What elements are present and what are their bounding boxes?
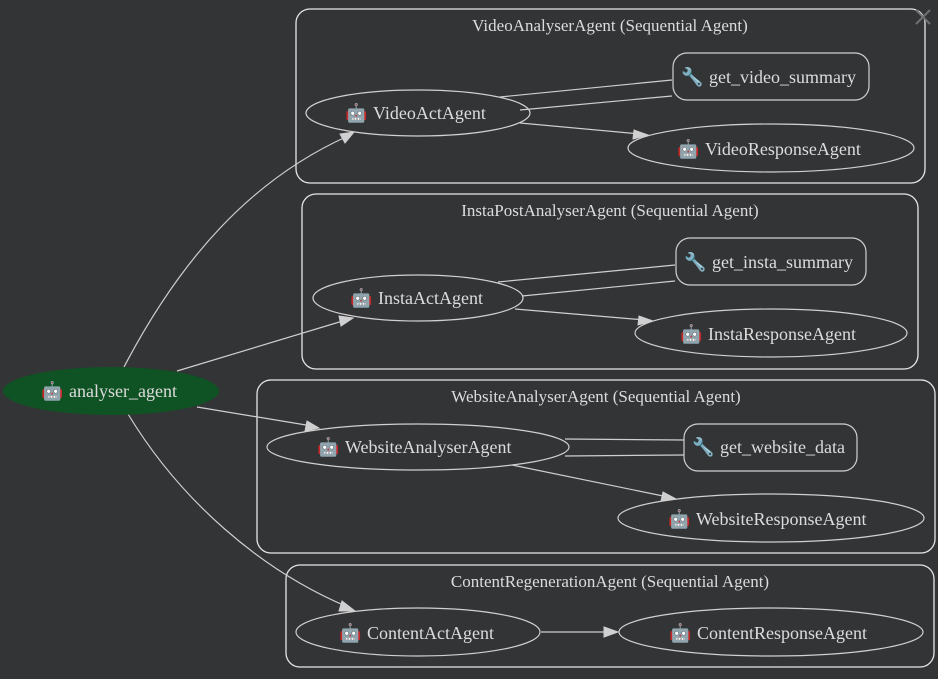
node-label: ContentResponseAgent [697,623,867,643]
node-content-response-agent[interactable]: 🤖 ContentResponseAgent [618,607,924,657]
node-get-website-data[interactable]: 🔧 get_website_data [683,423,858,472]
cluster-title: VideoAnalyserAgent (Sequential Agent) [472,16,748,35]
edge-root-content [127,413,349,608]
arrowhead [304,420,321,432]
node-content-act-agent[interactable]: 🤖 ContentActAgent [295,607,541,657]
node-label: get_insta_summary [712,252,853,272]
node-label: analyser_agent [69,381,177,401]
node-video-act-agent[interactable]: 🤖 VideoActAgent [305,89,531,137]
robot-icon: 🤖 [668,508,690,529]
cluster-box [295,8,926,184]
node-label: ContentActAgent [367,623,494,643]
node-shape [312,274,524,322]
node-label: get_website_data [720,437,845,457]
wrench-icon: 🔧 [681,66,703,87]
edge-tool-return [564,454,685,457]
robot-icon: 🤖 [350,287,372,308]
cluster-video: VideoAnalyserAgent (Sequential Agent) [295,8,926,184]
node-label: VideoResponseAgent [705,139,861,159]
cluster-title: WebsiteAnalyserAgent (Sequential Agent) [451,387,740,406]
node-shape [675,237,867,286]
close-icon [915,9,931,25]
node-label: InstaResponseAgent [708,324,856,344]
edge-root-video [123,135,349,368]
edge-tool-return [519,95,673,111]
node-get-video-summary[interactable]: 🔧 get_video_summary [672,52,870,101]
cluster-insta: InstaPostAnalyserAgent (Sequential Agent… [301,193,919,370]
robot-icon: 🤖 [317,436,339,457]
node-website-analyser-agent[interactable]: 🤖 WebsiteAnalyserAgent [266,423,570,471]
node-shape [672,52,870,101]
wrench-icon: 🔧 [684,251,706,272]
arrowhead [338,600,357,612]
edge-video-response [519,122,641,135]
robot-icon: 🤖 [339,622,361,643]
node-label: InstaActAgent [378,288,483,308]
node-label: get_video_summary [709,67,856,87]
robot-icon: 🤖 [680,323,702,344]
cluster-box [256,379,936,554]
cluster-box [285,564,935,668]
cluster-box [301,193,919,370]
node-insta-act-agent[interactable]: 🤖 InstaActAgent [312,274,524,322]
edge-tool-call [564,438,685,441]
edge-tool-return [521,280,676,297]
node-shape [634,308,908,358]
robot-icon: 🤖 [41,380,63,401]
wrench-icon: 🔧 [692,436,714,457]
cluster-website: WebsiteAnalyserAgent (Sequential Agent) [256,379,936,554]
edge-root-insta [176,319,347,372]
robot-icon: 🤖 [677,138,699,159]
node-shape [295,607,541,657]
arrowhead [603,626,620,638]
edge-tool-call [497,264,676,283]
edge-website-response [511,464,669,498]
arrowhead [339,131,356,144]
edge-tool-call [499,79,673,98]
edge-root-website [196,406,313,427]
node-shape [266,423,570,471]
cluster-title: ContentRegenerationAgent (Sequential Age… [451,572,769,591]
cluster-title: InstaPostAnalyserAgent (Sequential Agent… [461,201,758,220]
cluster-content: ContentRegenerationAgent (Sequential Age… [285,564,935,668]
edge-insta-response [514,308,646,321]
node-video-response-agent[interactable]: 🤖 VideoResponseAgent [627,123,915,173]
node-shape [305,89,531,137]
arrowhead [338,315,355,327]
close-button[interactable] [914,8,932,26]
robot-icon: 🤖 [345,102,367,123]
arrowhead [632,129,650,140]
node-shape [618,607,924,657]
node-analyser-agent[interactable]: 🤖 analyser_agent [3,367,219,415]
node-label: WebsiteAnalyserAgent [345,437,512,457]
node-shape [617,493,925,543]
robot-icon: 🤖 [669,622,691,643]
node-get-insta-summary[interactable]: 🔧 get_insta_summary [675,237,867,286]
node-shape [627,123,915,173]
node-label: WebsiteResponseAgent [696,509,867,529]
node-shape [683,423,858,472]
node-shape [3,367,219,415]
node-label: VideoActAgent [373,103,486,123]
node-insta-response-agent[interactable]: 🤖 InstaResponseAgent [634,308,908,358]
node-website-response-agent[interactable]: 🤖 WebsiteResponseAgent [617,493,925,543]
